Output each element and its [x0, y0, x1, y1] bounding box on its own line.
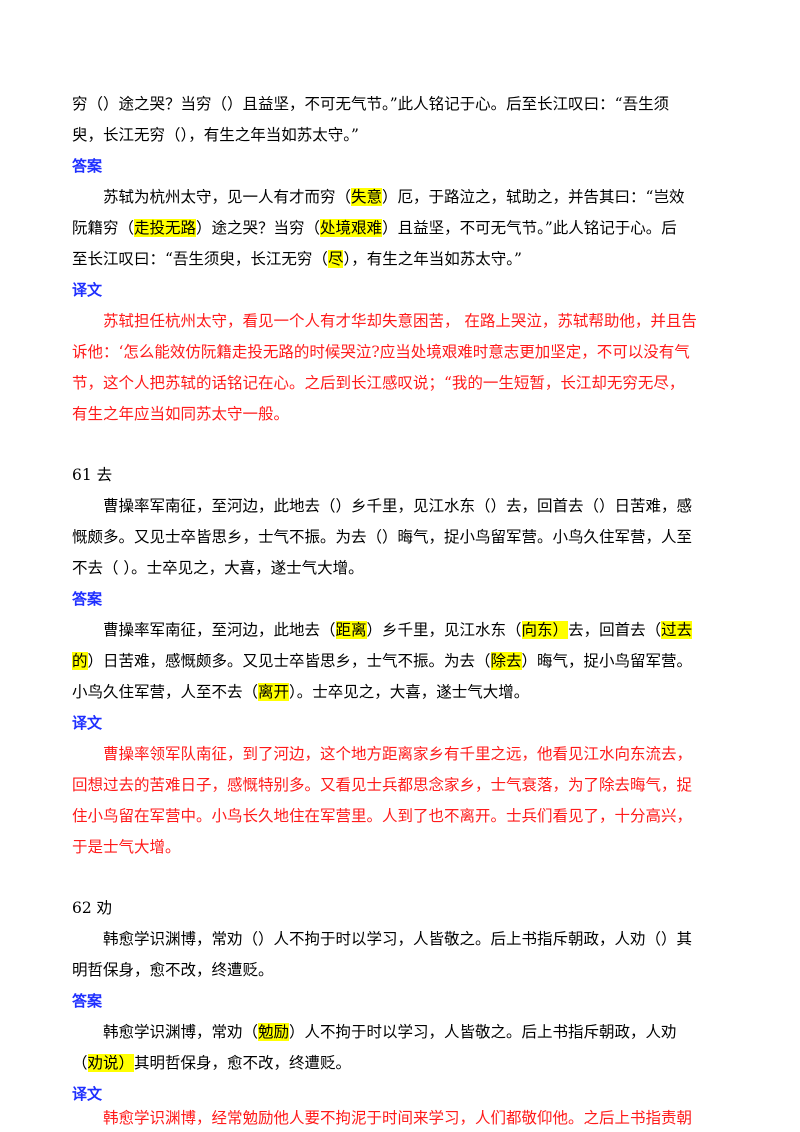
highlighted-answer: 离开: [258, 683, 290, 701]
highlighted-answer: 过去: [661, 621, 693, 639]
translation-line: 苏轼担任杭州太守，看见一个人有才华却失意困苦， 在路上哭泣，苏轼帮助他，并且告: [103, 312, 697, 330]
highlighted-answer: 除去: [490, 652, 522, 670]
passage-line: 明哲保身，愈不改，终遭贬。: [72, 961, 274, 979]
passage-line: 不去（ ）。士卒见之，大喜，遂士气大增。: [72, 559, 364, 577]
highlighted-answer: 的: [72, 652, 88, 670]
translation-line: 节，这个人把苏轼的话铭记在心。之后到长江感叹说；“我的一生短暂，长江却无穷无尽，: [72, 374, 685, 392]
translation-heading: 译文: [72, 281, 103, 299]
highlighted-answer: 向东）: [521, 621, 569, 639]
passage-line: 穷（）途之哭？当穷（）且益坚，不可无气节。”此人铭记于心。后至长江叹曰：“吾生须: [72, 95, 670, 113]
highlighted-answer: 失意: [351, 188, 383, 206]
answer-line: 小鸟久住军营，人至不去（离开）。士卒见之，大喜，遂士气大增。: [72, 683, 530, 701]
answer-line: 的）日苦难，感慨颇多。又见士卒皆思乡，士气不振。为去（除去）晦气，捉小鸟留军营。: [72, 652, 693, 670]
translation-heading: 译文: [72, 714, 103, 732]
translation-line: 于是士气大增。: [72, 838, 181, 856]
highlighted-answer: 劝说）: [87, 1054, 135, 1072]
answer-line: （劝说）其明哲保身，愈不改，终遭贬。: [72, 1054, 352, 1072]
answer-heading: 答案: [72, 992, 103, 1010]
highlighted-answer: 走投无路: [134, 219, 197, 237]
translation-line: 诉他：‘怎么能效仿阮籍走投无路的时候哭泣?应当处境艰难时意志更加坚定，不可以没有…: [72, 343, 690, 361]
passage-line: 曹操率军南征，至河边，此地去（）乡千里，见江水东（）去，回首去（）日苦难，感: [103, 497, 693, 515]
passage-line: 韩愈学识渊博，常劝（）人不拘于时以学习，人皆敬之。后上书指斥朝政，人劝（）其: [103, 930, 693, 948]
highlighted-answer: 距离: [335, 621, 367, 639]
passage-line: 慨颇多。又见士卒皆思乡，士气不振。为去（）晦气，捉小鸟留军营。小鸟久住军营，人至: [72, 528, 693, 546]
translation-line: 回想过去的苦难日子，感慨特别多。又看见士兵都思念家乡，士气衰落，为了除去晦气，捉: [72, 776, 693, 794]
answer-line: 曹操率军南征，至河边，此地去（距离）乡千里，见江水东（向东）去，回首去（过去: [103, 621, 693, 639]
answer-heading: 答案: [72, 157, 103, 175]
answer-heading: 答案: [72, 590, 103, 608]
answer-line: 至长江叹曰：“吾生须臾，长江无穷（尽），有生之年当如苏太守。”: [72, 250, 522, 268]
highlighted-answer: 勉励: [258, 1023, 290, 1041]
translation-line: 有生之年应当如同苏太守一般。: [72, 405, 290, 423]
translation-line: 韩愈学识渊博，经常勉励他人要不拘泥于时间来学习，人们都敬仰他。之后上书指责朝: [103, 1109, 693, 1127]
translation-line: 住小鸟留在军营中。小鸟长久地住在军营里。人到了也不离开。士兵们看见了，十分高兴，: [72, 807, 693, 825]
highlighted-answer: 尽: [327, 250, 344, 268]
section-title: 61 去: [72, 466, 113, 484]
translation-heading: 译文: [72, 1085, 103, 1103]
answer-line: 苏轼为杭州太守，见一人有才而穷（失意）厄，于路泣之，轼助之，并告其曰：“岂效: [103, 188, 685, 206]
section-title: 62 劝: [72, 899, 113, 917]
passage-line: 臾，长江无穷（），有生之年当如苏太守。”: [72, 126, 359, 144]
answer-line: 韩愈学识渊博，常劝（勉励）人不拘于时以学习，人皆敬之。后上书指斥朝政，人劝: [103, 1023, 677, 1041]
highlighted-answer: 处境艰难: [320, 219, 383, 237]
answer-line: 阮籍穷（走投无路）途之哭？当穷（处境艰难）且益坚，不可无气节。”此人铭记于心。后: [72, 219, 677, 237]
translation-line: 曹操率领军队南征，到了河边，这个地方距离家乡有千里之远，他看见江水向东流去，: [103, 745, 693, 763]
